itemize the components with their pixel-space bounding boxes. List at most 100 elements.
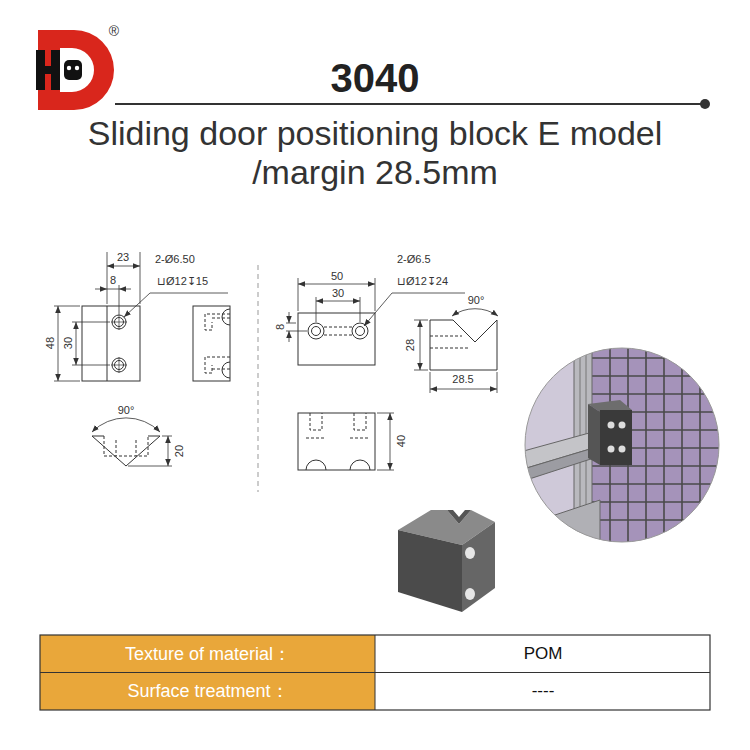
table-value-cell: POM [524, 644, 563, 664]
installation-photo [600, 410, 632, 465]
top-view-right [354, 413, 366, 430]
side-view-left [205, 357, 230, 373]
dimension-lines [168, 436, 169, 466]
dimension-lines [107, 289, 119, 290]
dimension-lines [377, 413, 394, 470]
front-view-right [312, 327, 321, 336]
dimension-text: 30 [332, 287, 344, 300]
side-view-left [222, 309, 230, 325]
angle-text: 90° [118, 404, 135, 417]
installation-photo [525, 348, 719, 542]
dimension-lines [54, 252, 228, 381]
front-view-left [82, 306, 140, 381]
dimension-lines [95, 289, 107, 290]
front-view-right [308, 323, 324, 339]
hole-callout: 2-Ø6.5 [397, 253, 431, 266]
installation-photo [681, 340, 683, 550]
top-view-right [310, 413, 322, 430]
dimension-lines [497, 372, 498, 393]
brand-logo [64, 60, 82, 80]
top-view-right [306, 438, 326, 439]
top-view-left [92, 436, 104, 437]
installation-photo [520, 340, 730, 560]
product-title: 3040 [331, 55, 420, 101]
side-view-left [193, 306, 230, 381]
front-view-left [82, 306, 140, 381]
top-view-left [116, 440, 117, 456]
spec-table [40, 635, 710, 710]
installation-photo [590, 519, 730, 521]
top-view-right [306, 460, 326, 470]
front-view-right [352, 323, 368, 339]
top-view-right [350, 438, 370, 439]
dimension-lines [414, 309, 498, 393]
dimension-lines [286, 323, 296, 324]
dimension-lines [430, 389, 497, 390]
dimension-lines [76, 322, 77, 365]
installation-photo [590, 340, 730, 550]
dimension-lines [364, 293, 465, 326]
dimension-text: 28 [404, 339, 417, 351]
dimension-lines [107, 266, 140, 267]
dimension-text: 30 [62, 337, 75, 349]
separator-line [258, 265, 259, 492]
dimension-lines [298, 284, 375, 285]
dimension-lines [289, 312, 290, 323]
dimension-lines [420, 320, 421, 370]
spec-table [375, 635, 376, 710]
dimension-text: 48 [44, 337, 57, 349]
dimension-lines [452, 309, 498, 316]
brand-logo [75, 66, 79, 70]
installation-photo [608, 422, 615, 429]
dimension-lines [58, 306, 59, 381]
side-view-left [222, 362, 230, 378]
dimension-lines [124, 293, 228, 317]
top-view-left [136, 440, 137, 456]
dimension-text: 8 [110, 274, 116, 287]
side-view-left [193, 306, 230, 381]
block-render [465, 588, 475, 600]
dimension-lines [430, 372, 431, 393]
title-rule [115, 99, 710, 109]
dimension-lines [92, 418, 160, 432]
table-header-cell: Surface treatment： [127, 681, 288, 702]
block-render [398, 530, 462, 612]
front-view-left [112, 358, 126, 372]
top-view-left [92, 436, 160, 466]
counterbore-callout: ⊔Ø12↧15 [157, 275, 208, 288]
dimension-lines [390, 413, 391, 470]
installation-photo [608, 446, 615, 453]
installation-photo [699, 340, 701, 550]
dimension-lines [72, 365, 110, 366]
installation-photo [619, 422, 626, 429]
dimension-lines [298, 278, 299, 311]
dimension-lines [107, 252, 108, 304]
top-view-right [298, 413, 375, 470]
side-view-right [430, 320, 497, 370]
dimension-lines [377, 413, 394, 414]
dimension-lines [162, 436, 172, 437]
installation-photo [590, 340, 730, 550]
installation-photo [590, 393, 730, 395]
block-render [398, 510, 495, 612]
installation-photo [588, 404, 600, 465]
dimension-lines [119, 289, 131, 290]
title-rule [700, 99, 710, 109]
installation-photo [590, 483, 730, 485]
front-view-left [107, 306, 108, 381]
dimension-lines [377, 470, 394, 471]
front-view-right [324, 327, 352, 328]
front-view-right [356, 327, 365, 336]
dimension-text: 50 [331, 270, 343, 283]
dimension-lines [128, 466, 172, 467]
front-view-left [119, 314, 120, 330]
front-view-right [298, 313, 375, 365]
top-view-right [298, 413, 375, 470]
spec-table [40, 635, 710, 710]
front-view-right [298, 313, 375, 365]
side-view-right [430, 348, 468, 349]
dimension-lines [289, 331, 290, 342]
dimension-lines [414, 370, 428, 371]
